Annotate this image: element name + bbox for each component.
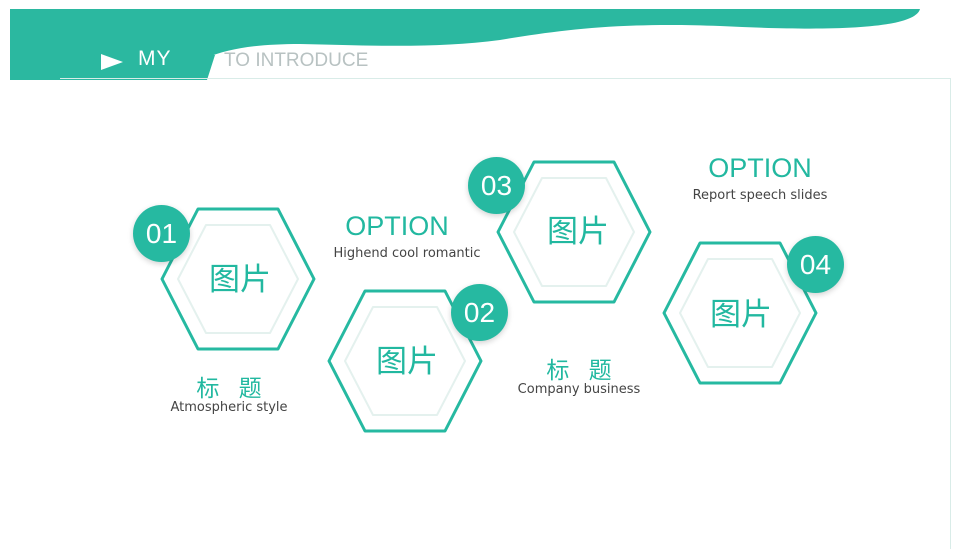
hexagon-frame-1 <box>160 207 316 351</box>
number-badge-4: 04 <box>787 236 844 293</box>
hexagon-frame-4 <box>662 241 818 385</box>
heading-subtitle-2: Company business <box>517 382 641 397</box>
option-subtitle-1: Highend cool romantic <box>333 246 481 261</box>
header-title-highlight: MY <box>138 47 172 70</box>
number-badge-1: 01 <box>133 205 190 262</box>
picture-placeholder-3: 图片 <box>547 214 609 250</box>
content-frame <box>60 78 951 549</box>
play-triangle-icon <box>101 54 123 70</box>
header-wave-banner <box>10 9 920 80</box>
option-subtitle-2: Report speech slides <box>692 188 828 203</box>
heading-subtitle-1: Atmospheric style <box>170 400 288 415</box>
number-badge-2: 02 <box>451 284 508 341</box>
option-title-2: OPTION <box>708 153 812 183</box>
heading-title-1: 标 题 <box>196 376 268 402</box>
option-title-1: OPTION <box>345 211 449 241</box>
header-title-rest: TO INTRODUCE <box>224 50 369 71</box>
hexagon-frame-2 <box>327 289 483 433</box>
picture-placeholder-4: 图片 <box>710 297 772 333</box>
number-badge-3: 03 <box>468 157 525 214</box>
hexagon-frame-3 <box>496 160 652 304</box>
heading-title-2: 标 题 <box>546 358 618 384</box>
picture-placeholder-1: 图片 <box>209 262 271 298</box>
picture-placeholder-2: 图片 <box>376 344 438 380</box>
